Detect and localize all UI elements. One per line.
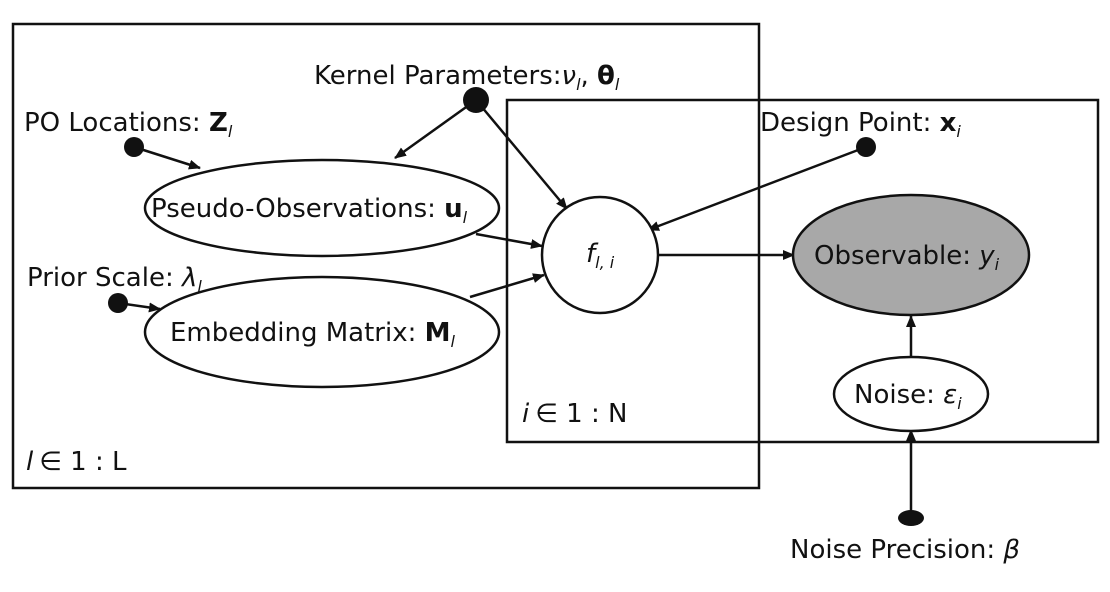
- observable-node: [791, 193, 1031, 317]
- prior-scale-label: Prior Scale: λl: [27, 263, 202, 296]
- edge-pseudo-to-f: [475, 232, 543, 249]
- noise-node: [832, 355, 990, 433]
- noise-precision-label: Noise Precision: β: [790, 535, 1020, 565]
- edge-kernel-to-pseudo: [394, 98, 477, 160]
- edge-design-to-f: [647, 145, 867, 232]
- pseudo-observations-node: [143, 158, 501, 258]
- embedding-matrix-node: [143, 275, 501, 389]
- pseudo-observations-label: Pseudo-Observations: ul: [151, 194, 468, 227]
- inner-plate-label: i∈ 1 : N: [522, 399, 627, 429]
- edge-embedding-to-f: [469, 273, 545, 299]
- edge-kernel-to-f: [475, 99, 568, 210]
- prior-scale-node: [108, 293, 128, 313]
- inner-plate: [505, 98, 1100, 444]
- design-point-label: Design Point: xi: [760, 108, 961, 141]
- design-point-node: [856, 137, 876, 157]
- noise-precision-node: [898, 510, 924, 526]
- noise-label: Noise: εi: [854, 380, 962, 413]
- edge-po-to-pseudo: [133, 145, 201, 170]
- kernel-parameters-node: [463, 87, 489, 113]
- latent-f-node: [540, 195, 660, 315]
- po-locations-node: [124, 137, 144, 157]
- po-locations-label: PO Locations: Zl: [24, 108, 233, 141]
- embedding-matrix-label: Embedding Matrix: Ml: [170, 318, 456, 351]
- kernel-parameters-label: Kernel Parameters:νl, θl: [314, 61, 620, 94]
- outer-plate-label: l∈ 1 : L: [26, 447, 127, 477]
- observable-label: Observable: yi: [814, 241, 1000, 274]
